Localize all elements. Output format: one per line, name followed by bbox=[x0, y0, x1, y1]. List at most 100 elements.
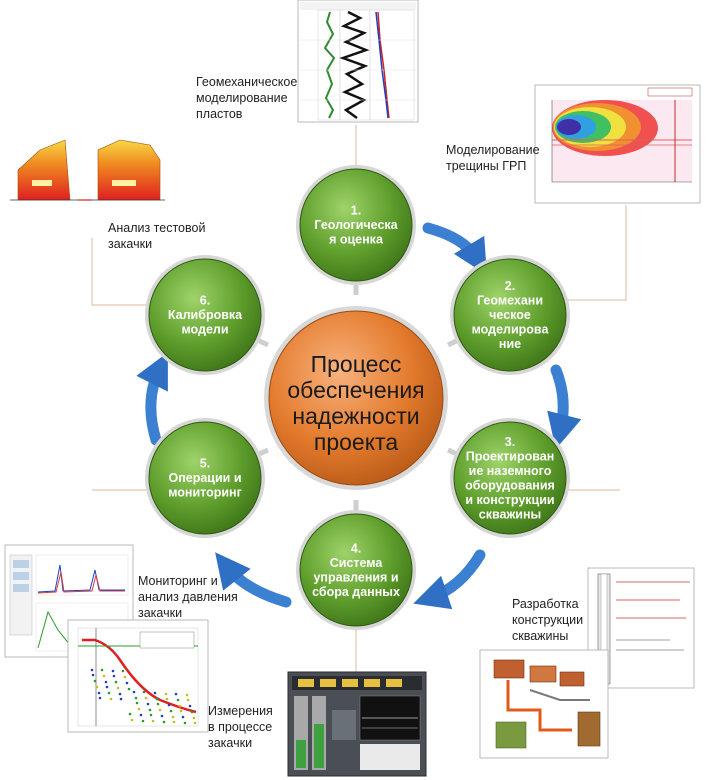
scatter-dot bbox=[149, 713, 153, 717]
scatter-dot bbox=[179, 709, 183, 713]
scatter-dot bbox=[95, 685, 99, 689]
scatter-dot bbox=[105, 685, 109, 689]
scatter-dot bbox=[142, 690, 146, 694]
scatter-dot bbox=[111, 669, 115, 673]
well-design-thumbnail bbox=[479, 567, 695, 759]
scatter-dot bbox=[90, 668, 94, 672]
pressure-decline-dots bbox=[90, 668, 197, 725]
scatter-dot bbox=[167, 703, 171, 707]
scatter-dot bbox=[171, 715, 175, 719]
scatter-dot bbox=[155, 697, 159, 701]
arrow-1-to-2 bbox=[422, 222, 487, 276]
scatter-dot bbox=[100, 668, 104, 672]
scatter-dot bbox=[102, 674, 106, 678]
scatter-dot bbox=[188, 704, 192, 708]
scatter-dot bbox=[112, 674, 116, 678]
test-injection-thumbnail bbox=[5, 118, 170, 218]
scatter-dot bbox=[160, 714, 164, 718]
scatter-dot bbox=[134, 696, 138, 700]
scatter-dot bbox=[116, 686, 120, 690]
scatter-dot bbox=[190, 710, 194, 714]
frac-contour-thumbnail bbox=[534, 84, 701, 204]
scatter-dot bbox=[151, 719, 155, 723]
scatter-dot bbox=[130, 718, 134, 722]
scatter-dot bbox=[169, 709, 173, 713]
node-circle bbox=[299, 168, 413, 282]
arrow-5-to-6 bbox=[136, 352, 168, 446]
scatter-dot bbox=[137, 707, 141, 711]
scatter-dot bbox=[98, 696, 102, 700]
scatter-dot bbox=[104, 680, 108, 684]
scatter-dot bbox=[109, 697, 113, 701]
node-circle bbox=[453, 421, 567, 535]
scatter-dot bbox=[176, 698, 180, 702]
scatter-dot bbox=[121, 669, 125, 673]
scatter-dot bbox=[144, 696, 148, 700]
scatter-dot bbox=[164, 692, 168, 696]
arrow-2-to-3 bbox=[547, 364, 582, 450]
log-chart-thumbnail bbox=[297, 0, 419, 123]
scatter-dot bbox=[186, 698, 190, 702]
control-panel-thumbnail bbox=[287, 671, 427, 777]
scatter-dot bbox=[135, 701, 139, 705]
scatter-dot bbox=[158, 708, 162, 712]
scatter-dot bbox=[156, 702, 160, 706]
scatter-dot bbox=[123, 675, 127, 679]
scatter-dot bbox=[153, 691, 157, 695]
scatter-dot bbox=[119, 697, 123, 701]
scatter-dot bbox=[127, 687, 131, 691]
node-circle bbox=[299, 513, 413, 627]
node-circle bbox=[453, 258, 567, 372]
scatter-dot bbox=[141, 719, 145, 723]
scatter-dot bbox=[181, 715, 185, 719]
scatter-dot bbox=[91, 673, 95, 677]
scatter-dot bbox=[146, 702, 150, 706]
scatter-dot bbox=[172, 720, 176, 724]
scatter-dot bbox=[93, 679, 97, 683]
scatter-dot bbox=[139, 713, 143, 717]
node-circle bbox=[148, 421, 262, 535]
flow-arrows bbox=[136, 222, 582, 610]
node-circle bbox=[148, 258, 262, 372]
scatter-dot bbox=[183, 721, 187, 725]
arrow-4-to-5 bbox=[215, 552, 292, 608]
scatter-dot bbox=[132, 690, 136, 694]
arrow-3-to-4 bbox=[413, 549, 486, 610]
scatter-dot bbox=[114, 680, 118, 684]
scatter-dot bbox=[178, 704, 182, 708]
scatter-dot bbox=[174, 692, 178, 696]
pressure-decline-thumbnail bbox=[67, 619, 209, 733]
scatter-dot bbox=[165, 697, 169, 701]
scatter-dot bbox=[192, 716, 196, 720]
scatter-dot bbox=[148, 708, 152, 712]
scatter-dot bbox=[118, 692, 122, 696]
scatter-dot bbox=[97, 691, 101, 695]
scatter-dot bbox=[125, 681, 129, 685]
scatter-dot bbox=[193, 721, 197, 725]
scatter-dot bbox=[185, 693, 189, 697]
scatter-dot bbox=[162, 720, 166, 724]
scatter-dot bbox=[107, 691, 111, 695]
scatter-dot bbox=[128, 712, 132, 716]
